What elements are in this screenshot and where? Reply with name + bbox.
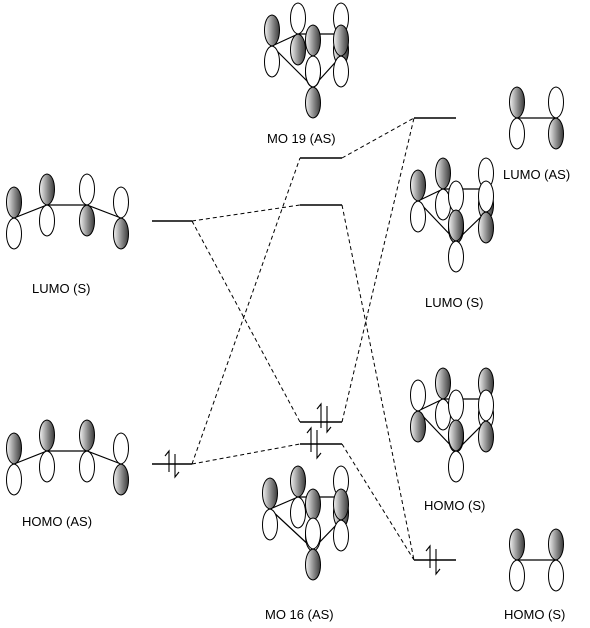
- label-mo19: MO 19 (AS): [267, 131, 336, 146]
- label-lumo-as-right: LUMO (AS): [503, 167, 570, 182]
- label-lumo-left: LUMO (S): [32, 281, 91, 296]
- mo16-orbital: [262, 465, 349, 581]
- lumo-s-right-orbital: [410, 157, 494, 273]
- label-homo-s-right: HOMO (S): [424, 498, 485, 513]
- homo-s-bottom-orbital: [509, 528, 564, 592]
- mo19-orbital: [264, 2, 349, 119]
- homo-left-orbital: [6, 419, 129, 496]
- label-lumo-s-right: LUMO (S): [425, 295, 484, 310]
- electron-pair-homo-right: [425, 544, 441, 576]
- electron-pair-homo-left: [164, 449, 180, 479]
- lumo-as-right-orbital: [509, 86, 564, 150]
- homo-s-right-orbital: [410, 367, 494, 483]
- label-mo16: MO 16 (AS): [265, 607, 334, 622]
- correlation-lines: [191, 117, 415, 561]
- electron-pair-mo17: [316, 402, 332, 434]
- label-homo-left: HOMO (AS): [22, 514, 92, 529]
- electron-pair-mo16: [306, 426, 322, 460]
- lumo-left-orbital: [6, 173, 129, 250]
- label-homo-s-bottom: HOMO (S): [504, 607, 565, 622]
